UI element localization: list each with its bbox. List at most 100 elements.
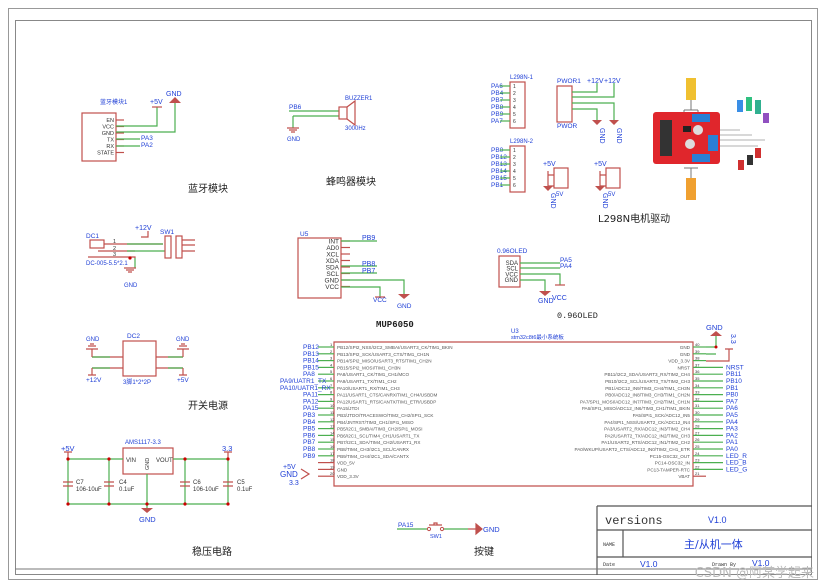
mcu-left-pin-name: GND: [337, 467, 348, 472]
mcu-right-net: PB11: [726, 371, 742, 378]
mpu-pin-label: GND: [325, 278, 340, 285]
cap-c6-value: 106-10uF: [193, 487, 219, 493]
l298n-header2-body: [509, 145, 526, 193]
l298n-header1-net: PA6: [491, 83, 503, 90]
l298n-header1-pin-number: 5: [513, 112, 516, 118]
mcu-left-net: PA9/UATR1_TX: [280, 378, 327, 385]
oled-pin-label: SDA: [506, 261, 518, 267]
button-gnd: GND: [483, 525, 500, 534]
mcu-right-pin-number: 27: [695, 430, 700, 435]
mcu-left-pin-name: PB6/I2C1_SCL/TIM4_CH1/USART1_TX: [337, 433, 419, 438]
mcu-right-pin-number: 40: [695, 342, 700, 347]
dc-12v-net: +12V: [135, 225, 152, 232]
mcu-left-net: PB4: [303, 419, 316, 426]
mcu-left-pin-name: PA12/USART1_RTS/CANTX/TIM1_ETR/USBDP: [337, 399, 436, 404]
button-section: PA15 SW1 GND 按键: [397, 522, 500, 558]
mcu-right-pin-number: 30: [695, 410, 700, 415]
button-net: PA15: [398, 522, 414, 529]
date-value: V1.0: [640, 559, 658, 569]
mcu-left-pin-name: PB12/SPI2_NSS/I2C2_SMBAI/USART3_CK/TIM1_…: [337, 345, 453, 350]
l298n-header1-pin-number: 4: [513, 105, 516, 111]
bluetooth-pin-label: TX: [107, 138, 114, 144]
l298n-header1-pin-number: 6: [513, 119, 516, 125]
svg-text:5V: 5V: [556, 192, 563, 198]
mcu-left-pin-name: VDD_5V: [337, 461, 356, 466]
mcu-left-net: PB13: [303, 351, 319, 358]
l298n-header1-net: PB8: [491, 104, 504, 111]
mcu-right-net: PB10: [726, 378, 742, 385]
cap-c4-ref: C4: [119, 480, 127, 486]
mcu-right-pin-number: 23: [695, 458, 700, 463]
l298n-header2-pin-number: 5: [513, 176, 516, 182]
mcu-right-net: PA2: [726, 432, 738, 439]
mcu-left-pin-name: PA8/USART1_CK/TIM1_CH1/MCO: [337, 372, 409, 377]
mcu-left-pin-number: 3: [330, 356, 333, 361]
mpu-pin-label: INT: [329, 239, 340, 246]
regulator-part-label: AMS1117-3.3: [125, 440, 161, 446]
mcu-right-net: LED_R: [726, 453, 747, 460]
mcu-left-net: PB7: [303, 439, 316, 446]
bluetooth-pin-label: STATE: [97, 151, 114, 157]
mcu-right-net: PA3: [726, 426, 738, 433]
bluetooth-pin-label: GND: [102, 131, 114, 137]
mcu-right-pin-name: GND: [680, 352, 691, 357]
mcu-right-pin-name: PB11/I2C2_SDA/USART3_RX/TIM2_CH4: [604, 372, 690, 377]
sw1-label: SW1: [160, 229, 174, 236]
pwor-label: PWOR: [557, 123, 578, 130]
mcu-right-pin-number: 32: [695, 396, 700, 401]
mcu-right-pin-name: PA7/SPI1_MOSI/ADC12_IN7/TIM3_CH2/TIM1_CH…: [580, 399, 690, 404]
drawn-value: V1.0: [752, 558, 770, 568]
mcu-left-pin-number: 11: [330, 410, 335, 415]
mcu-left-pin-number: 6: [330, 376, 333, 381]
mcu-right-pin-number: 22: [695, 464, 700, 469]
mpu-pin-label: SCL: [326, 271, 339, 278]
mcu-left-net: PB6: [303, 432, 316, 439]
mcu-right-pin-name: GND: [680, 345, 691, 350]
mcu-left-pin-name: PA11/USART1_CTS/CANRX/TIM1_CH4/USBDM: [337, 393, 437, 398]
mcu-left-pin-number: 17: [330, 451, 335, 456]
svg-text:2: 2: [113, 246, 116, 252]
pwor-part-label: PWOR1: [557, 78, 581, 85]
regulator-gnd-net: GND: [139, 515, 156, 524]
mcu-right-pin-name: VDD_3.3V: [668, 359, 691, 364]
l298n-5v-header-1: +5V GND 5V: [543, 161, 569, 209]
oled-pin-label: GND: [505, 278, 519, 284]
l298n-header1-pin-number: 3: [513, 98, 516, 104]
mcu-left-pin-number: 15: [330, 437, 335, 442]
mcu-body: [333, 341, 694, 487]
mcu-left-pin-number: 9: [330, 396, 333, 401]
mcu-left-net: PB12: [303, 344, 319, 351]
mcu-top-gnd: GND: [706, 323, 723, 332]
mcu-u3: U3 stm32c8t6最小系统板 1PB12/SPI2_NSS/I2C2_SM…: [280, 323, 747, 487]
mcu-right-pin-number: 37: [695, 362, 700, 367]
l298n-header2-pin-number: 4: [513, 169, 516, 175]
mpu-sda-net: PB8: [362, 261, 375, 268]
dc2-part-label: DC2: [127, 333, 140, 340]
cap-c5-ref: C5: [237, 480, 245, 486]
mcu-right-pin-number: 25: [695, 444, 700, 449]
mcu-right-pin-number: 24: [695, 451, 700, 456]
mcu-right-pin-number: 29: [695, 417, 700, 422]
mcu-right-pin-number: 35: [695, 376, 700, 381]
dc2-out-net: +5V: [177, 377, 189, 384]
mcu-left-gnd: GND: [280, 470, 298, 479]
l298n-header1-label: L298N-1: [510, 75, 534, 81]
svg-text:+5V: +5V: [594, 161, 607, 168]
drawn-label: Drawn By: [712, 562, 736, 568]
mcu-right-net: PA4: [726, 419, 738, 426]
mcu-left-pin-number: 4: [330, 362, 333, 367]
sheet-inner-border: [15, 20, 812, 575]
mcu-right-pin-number: 26: [695, 437, 700, 442]
mcu-right-net: PA7: [726, 398, 738, 405]
svg-text:VIN: VIN: [126, 458, 136, 464]
mcu-right-net: PB1: [726, 385, 739, 392]
l298n-title: L298N电机驱动: [598, 212, 670, 225]
pwor-net-2: +12V: [604, 78, 621, 85]
mcu-left-pin-number: 18: [330, 458, 335, 463]
mcu-left-pin-number: 1: [330, 342, 333, 347]
cap-c7-ref: C7: [76, 480, 84, 486]
mcu-left-pin-name: PB8/TIM4_CH3/I2C1_SCL/CANRX: [337, 447, 409, 452]
mcu-left-pin-number: 20: [330, 471, 335, 476]
